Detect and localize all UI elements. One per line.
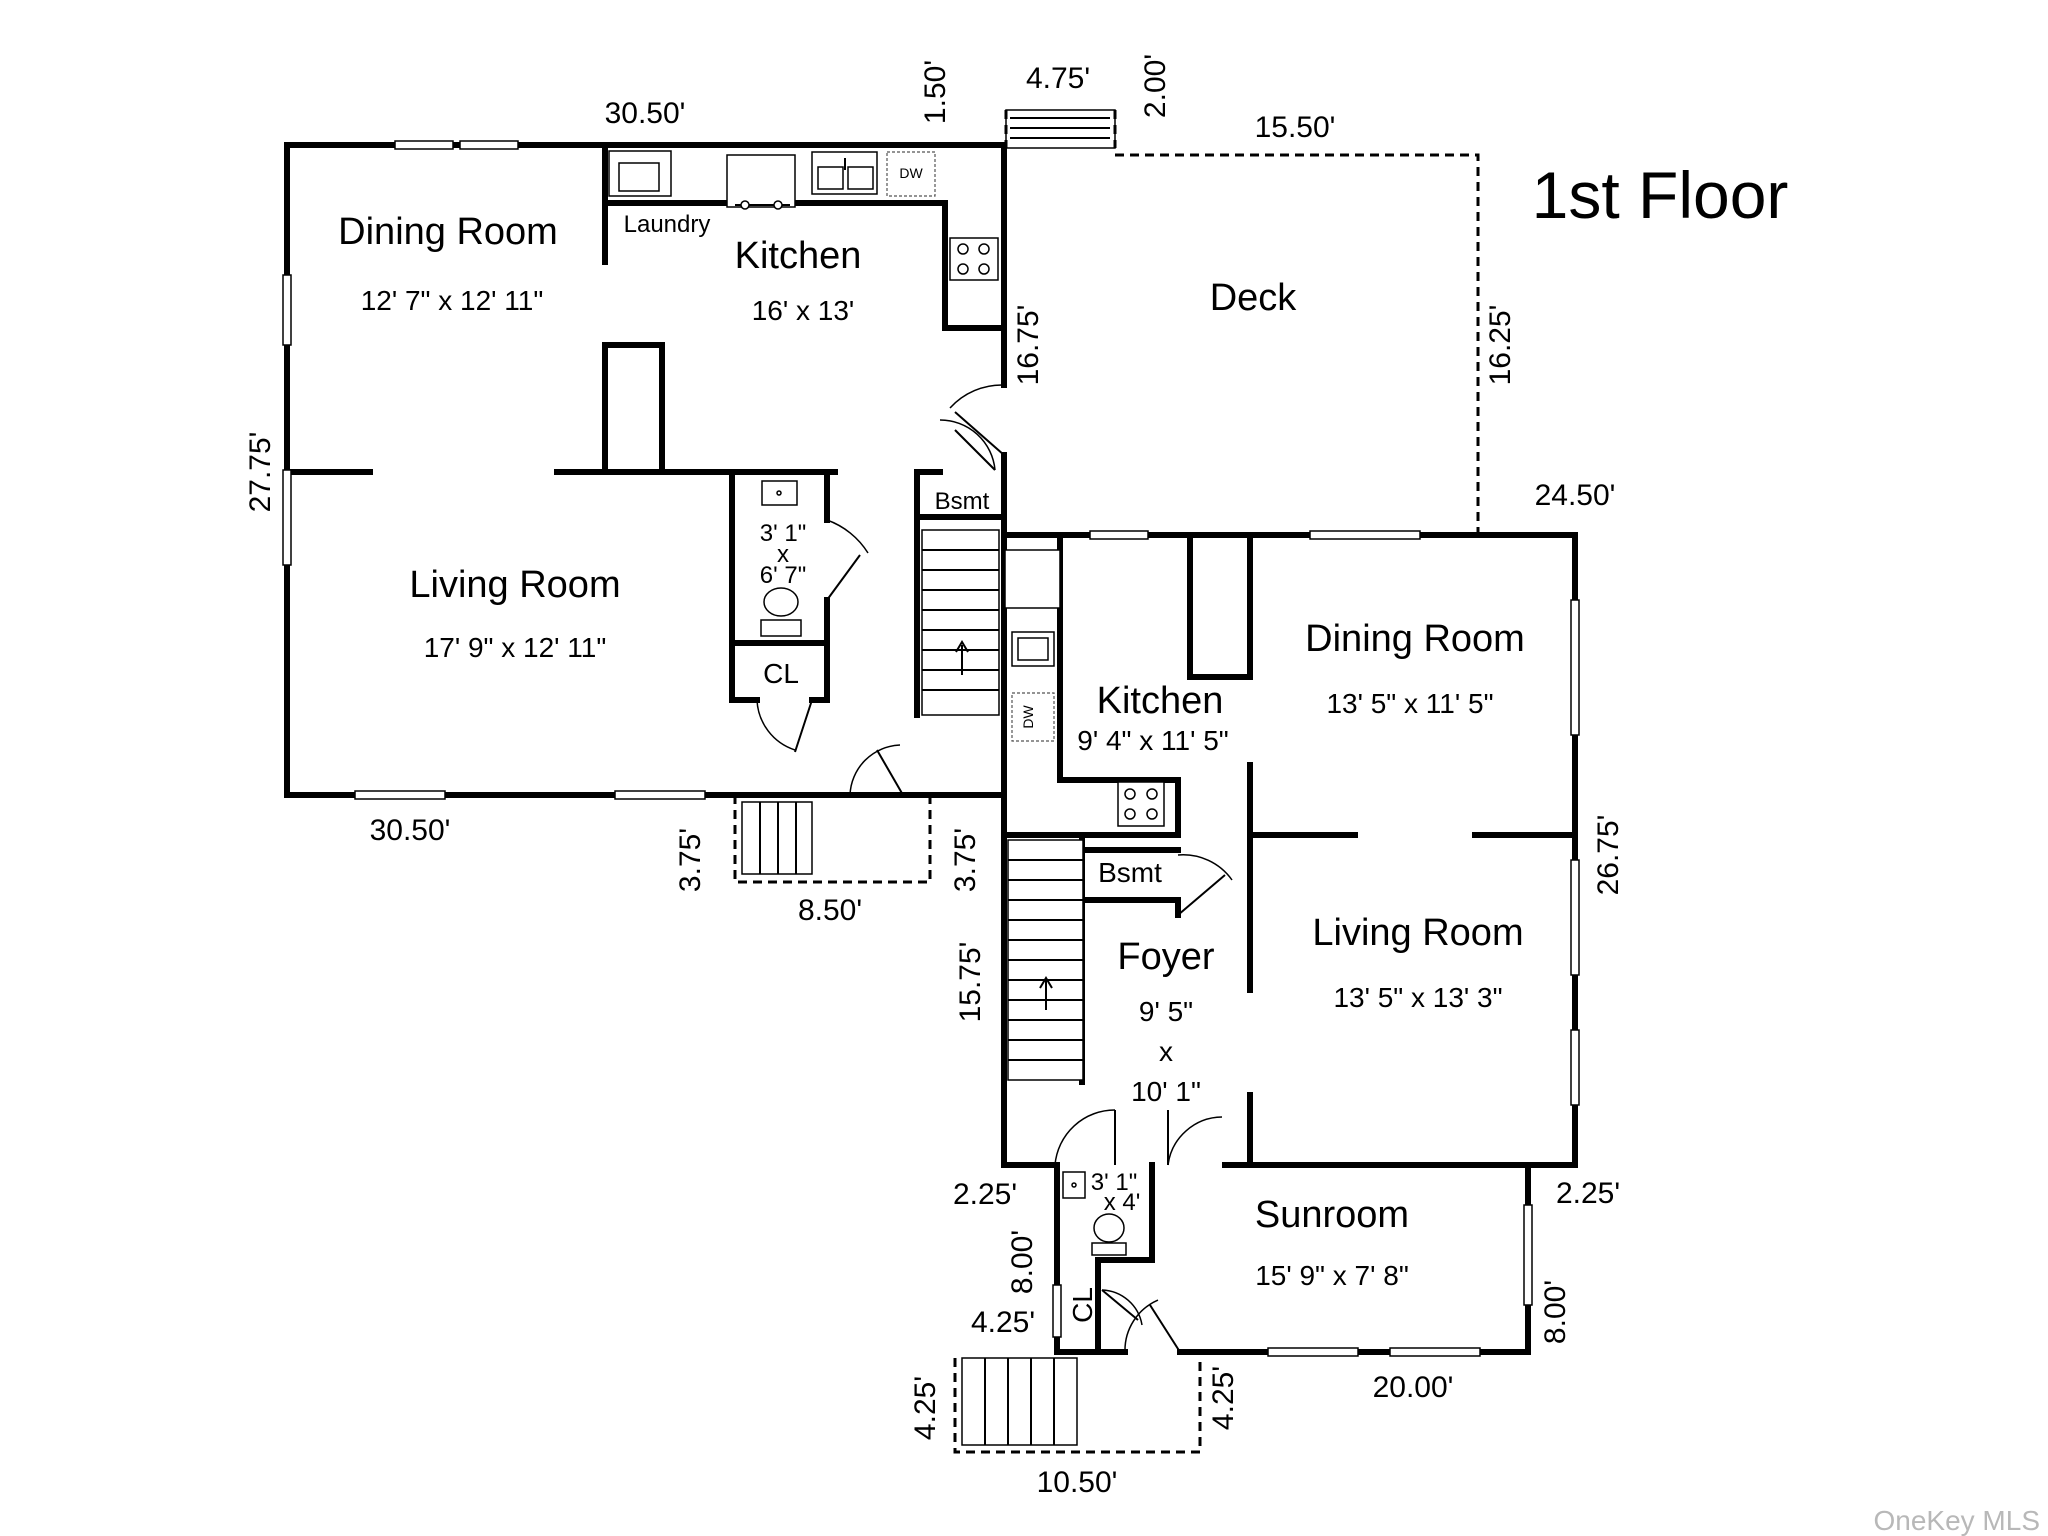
right-block-windows <box>1089 530 1580 1106</box>
dim-bottom-left-width: 30.50' <box>370 814 451 847</box>
room-size-foyer-x: x <box>1159 1036 1173 1067</box>
right-doors <box>1054 854 1233 1166</box>
dim-sun-right-height: 8.00' <box>1539 1280 1572 1344</box>
dim-front-step-width: 10.50' <box>1037 1466 1118 1499</box>
room-name-kitchen-right: Kitchen <box>1097 680 1224 722</box>
bath-size-left-line1: 3' 1" <box>760 520 806 547</box>
deck-outline <box>1004 109 1480 535</box>
left-bath-fixtures <box>760 480 802 637</box>
room-name-living-right: Living Room <box>1312 912 1523 954</box>
room-name-living-left: Living Room <box>409 564 620 606</box>
room-name-dining-left: Dining Room <box>338 211 558 253</box>
room-name-closet-right: CL <box>1067 1287 1098 1323</box>
left-rear-step <box>733 795 932 884</box>
room-name-sunroom: Sunroom <box>1255 1194 1409 1236</box>
room-name-dining-right: Dining Room <box>1305 618 1525 660</box>
room-name-deck: Deck <box>1210 277 1298 319</box>
sunroom-windows <box>1052 1204 1533 1357</box>
bath-size-right-line1: 3' 1" <box>1091 1169 1137 1196</box>
room-size-dining-right: 13' 5" x 11' 5" <box>1326 688 1493 719</box>
dim-rear-step-right: 3.75' <box>949 828 982 892</box>
dim-right-height: 26.75' <box>1592 815 1625 896</box>
left-kitchen-fixtures: DW <box>608 150 999 281</box>
dishwasher-label-right: DW <box>1020 705 1036 729</box>
room-name-foyer: Foyer <box>1117 936 1214 978</box>
dishwasher-label-left: DW <box>899 165 923 181</box>
dim-rear-step-width: 8.50' <box>798 894 862 927</box>
front-step <box>953 1357 1202 1454</box>
watermark: OneKey MLS <box>1873 1505 2040 1536</box>
room-size-dining-left: 12' 7" x 12' 11" <box>361 285 544 316</box>
dim-left-height: 27.75' <box>244 432 277 513</box>
dim-front-step-left: 4.25' <box>909 1376 942 1440</box>
dim-landing-depth: 2.00' <box>1139 54 1172 118</box>
bath-size-right-line2: x 4' <box>1104 1189 1141 1216</box>
dim-foyer-wall: 15.75' <box>954 942 987 1023</box>
dim-front-step-offset: 4.25' <box>971 1306 1035 1339</box>
left-block-windows <box>282 140 706 800</box>
dim-kitchen-wall: 16.75' <box>1012 305 1045 386</box>
dim-sun-right-offset: 2.25' <box>1556 1177 1620 1210</box>
sunroom-doors <box>1101 1289 1181 1353</box>
dimension-labels: 30.50' 1.50' 4.75' 2.00' 15.50' 27.75' 1… <box>244 54 1625 1499</box>
dim-top-small: 1.50' <box>919 60 952 124</box>
room-size-kitchen-right: 9' 4" x 11' 5" <box>1077 725 1228 756</box>
room-size-foyer-line2: 10' 1" <box>1131 1076 1201 1107</box>
dim-deck-height: 16.25' <box>1484 305 1517 386</box>
dim-sun-left-height: 8.00' <box>1006 1230 1039 1294</box>
room-size-living-right: 13' 5" x 13' 3" <box>1333 982 1502 1013</box>
left-doors <box>756 384 1005 796</box>
dim-rear-step-left: 3.75' <box>674 828 707 892</box>
dim-deck-width: 15.50' <box>1255 111 1336 144</box>
room-size-sunroom: 15' 9" x 7' 8" <box>1255 1260 1409 1291</box>
right-bath-fixtures <box>1062 1171 1127 1256</box>
dim-front-step-right: 4.25' <box>1207 1366 1240 1430</box>
room-size-kitchen-left: 16' x 13' <box>752 295 855 326</box>
dim-top-left-width: 30.50' <box>605 97 686 130</box>
room-labels: 1st Floor Dining Room 12' 7" x 12' 11" K… <box>338 158 1788 1323</box>
dim-sun-width: 20.00' <box>1373 1371 1454 1404</box>
dim-landing-width: 4.75' <box>1026 62 1090 95</box>
room-size-foyer-line1: 9' 5" <box>1139 996 1193 1027</box>
room-name-kitchen-left: Kitchen <box>735 235 862 277</box>
bath-size-left-x: x <box>777 541 789 568</box>
room-size-living-left: 17' 9" x 12' 11" <box>424 632 607 663</box>
right-stairs <box>1007 839 1084 1081</box>
page-title: 1st Floor <box>1532 158 1789 232</box>
left-stairs <box>921 529 1000 716</box>
room-name-bsmt-left: Bsmt <box>935 488 990 515</box>
room-name-bsmt-right: Bsmt <box>1098 857 1162 888</box>
room-name-closet-left: CL <box>763 658 799 689</box>
bath-size-left-line2: 6' 7" <box>760 562 806 589</box>
dim-right-top-width: 24.50' <box>1535 479 1616 512</box>
dim-sun-left-offset: 2.25' <box>953 1178 1017 1211</box>
room-name-laundry: Laundry <box>624 211 711 238</box>
right-kitchen-fixtures: DW <box>1004 549 1165 827</box>
